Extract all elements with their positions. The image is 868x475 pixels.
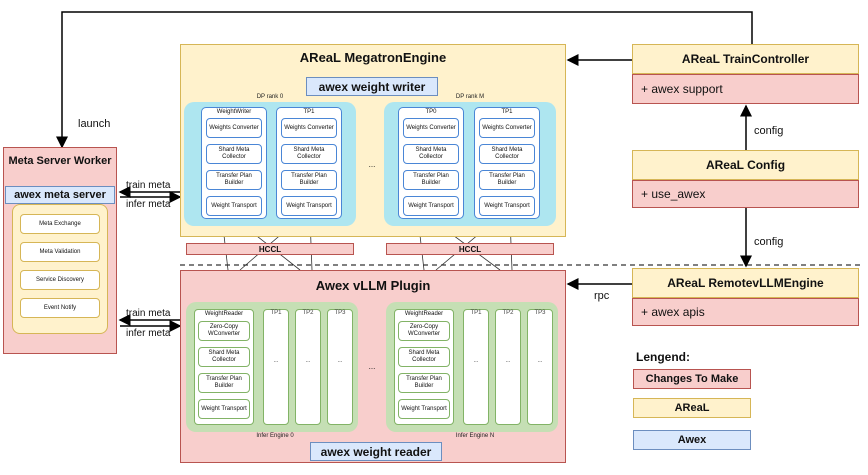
tp-column: TP3 ... <box>327 309 353 425</box>
writer-item: Transfer Plan Builder <box>206 170 262 190</box>
writer-column-title: TP1 <box>303 109 315 115</box>
tp-label: TP3 <box>334 310 346 316</box>
writer-item: Shard Meta Collector <box>281 144 337 164</box>
megatron-engine-title: AReaL MegatronEngine <box>299 49 447 65</box>
dp-rank-m-label: DP rank M <box>455 94 485 100</box>
remote-engine-sub: + awex apis <box>632 298 859 326</box>
meta-server-worker-title: Meta Server Worker <box>8 155 112 167</box>
tp-label: TP1 <box>270 310 282 316</box>
legend-awex: Awex <box>633 430 751 450</box>
hccl-bar-m: HCCL <box>386 243 554 255</box>
writer-item: Shard Meta Collector <box>479 144 535 164</box>
tp-dots: ... <box>305 358 311 364</box>
infer-meta-label-lower: infer meta <box>126 328 171 339</box>
meta-item: Meta Exchange <box>20 214 100 234</box>
awex-meta-server-label: awex meta server <box>5 186 115 204</box>
tp-label: TP1 <box>470 310 482 316</box>
config-sub: + use_awex <box>632 180 859 208</box>
tp-column: TP1 ... <box>463 309 489 425</box>
meta-item: Event Notify <box>20 298 100 318</box>
hccl-bar-0: HCCL <box>186 243 354 255</box>
train-meta-label-upper: train meta <box>126 180 171 191</box>
awex-weight-reader-label: awex weight reader <box>310 442 442 461</box>
launch-arrow <box>56 11 753 149</box>
reader-item: Transfer Plan Builder <box>398 373 450 393</box>
reader-item: Shard Meta Collector <box>398 347 450 367</box>
writer-item: Shard Meta Collector <box>206 144 262 164</box>
legend-changes: Changes To Make <box>633 369 751 389</box>
infer-engine-n-label: Infer Engine N <box>455 433 495 439</box>
tp-dots: ... <box>337 358 343 364</box>
writer-item: Weight Transport <box>403 196 459 216</box>
meta-item: Meta Validation <box>20 242 100 262</box>
writer-item: Weight Transport <box>281 196 337 216</box>
tp-column: TP2 ... <box>495 309 521 425</box>
legend-areal: AReaL <box>633 398 751 418</box>
writer-item: Weight Transport <box>206 196 262 216</box>
reader-item: Transfer Plan Builder <box>198 373 250 393</box>
config-title: AReaL Config <box>632 150 859 180</box>
writer-column-title: TP0 <box>425 109 437 115</box>
train-meta-label-lower: train meta <box>126 308 171 319</box>
infer-meta-label-upper: infer meta <box>126 199 171 210</box>
reader-column-title: WeightReader <box>404 311 444 317</box>
infer-engine-0-label: Infer Engine 0 <box>256 433 294 439</box>
writer-item: Weights Converter <box>206 118 262 138</box>
tp-dots: ... <box>505 358 511 364</box>
awex-weight-writer-label: awex weight writer <box>306 77 438 96</box>
writer-column-title: TP1 <box>501 109 513 115</box>
writer-item: Transfer Plan Builder <box>479 170 535 190</box>
reader-column-title: WeightReader <box>204 311 244 317</box>
train-controller-sub: + awex support <box>632 74 859 104</box>
writer-item: Shard Meta Collector <box>403 144 459 164</box>
reader-item: Weight Transport <box>198 399 250 419</box>
remote-engine-title: AReaL RemotevLLMEngine <box>632 268 859 298</box>
reader-item: Zero-Copy WConverter <box>198 321 250 341</box>
writer-item: Weights Converter <box>281 118 337 138</box>
dp-rank-0-label: DP rank 0 <box>256 94 284 100</box>
infer-ellipsis: ... <box>368 362 376 371</box>
reader-item: Shard Meta Collector <box>198 347 250 367</box>
tp-column: TP2 ... <box>295 309 321 425</box>
tp-column: TP3 ... <box>527 309 553 425</box>
writer-item: Transfer Plan Builder <box>281 170 337 190</box>
config-label-lower: config <box>754 236 784 248</box>
vllm-plugin-title: Awex vLLM Plugin <box>315 277 431 293</box>
tp-dots: ... <box>473 358 479 364</box>
tp-dots: ... <box>537 358 543 364</box>
writer-item: Weight Transport <box>479 196 535 216</box>
writer-item: Weights Converter <box>479 118 535 138</box>
dp-ellipsis: ... <box>368 160 376 169</box>
train-controller-title: AReaL TrainController <box>632 44 859 74</box>
writer-column-title: WeightWriter <box>216 109 252 115</box>
reader-item: Weight Transport <box>398 399 450 419</box>
writer-item: Weights Converter <box>403 118 459 138</box>
tp-label: TP2 <box>502 310 514 316</box>
tp-label: TP3 <box>534 310 546 316</box>
meta-item: Service Discovery <box>20 270 100 290</box>
config-label-upper: config <box>754 125 784 137</box>
legend-title: Lengend: <box>636 350 690 364</box>
tp-dots: ... <box>273 358 279 364</box>
launch-label: launch <box>78 118 111 130</box>
rpc-label: rpc <box>594 290 610 302</box>
tp-column: TP1 ... <box>263 309 289 425</box>
tp-label: TP2 <box>302 310 314 316</box>
reader-item: Zero-Copy WConverter <box>398 321 450 341</box>
writer-item: Transfer Plan Builder <box>403 170 459 190</box>
